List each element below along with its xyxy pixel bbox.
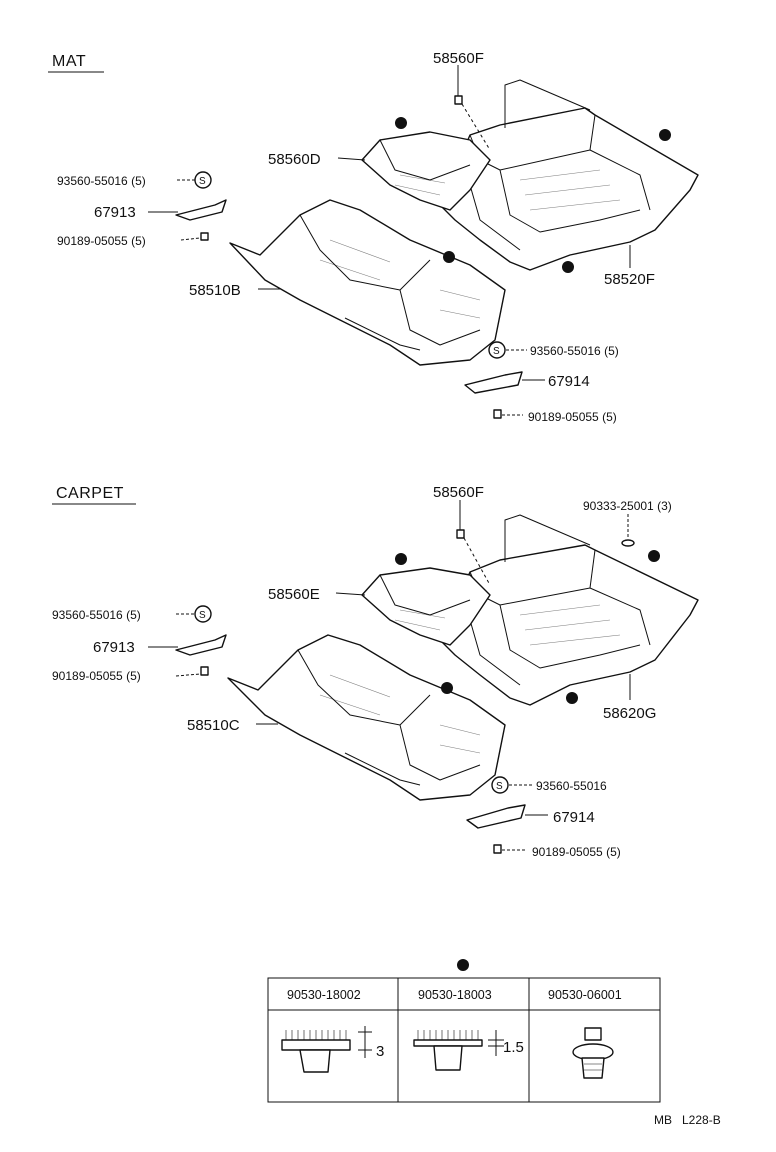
screw-icon [456,529,465,539]
clip-marker-table [457,959,469,971]
screw-icon [493,844,502,854]
clip-marker-2 [659,129,671,141]
clip-marker-8 [566,692,578,704]
part-label: 58560F [433,50,484,67]
screw-icon [493,409,502,419]
grommet-icon [621,539,635,547]
s-nut-icon [194,605,212,623]
table-header: 90530-06001 [548,988,622,1002]
clip-marker-6 [648,550,660,562]
part-label: 58620G [603,705,656,722]
clip-marker-4 [562,261,574,273]
s-mark: S [199,176,206,187]
part-label: 67914 [553,809,595,826]
clip-table [267,977,661,1103]
clip-90530-06001-icon [572,1027,614,1079]
table-header: 90530-18002 [287,988,361,1002]
part-label: 67913 [94,204,136,221]
part-label: 67913 [93,639,135,656]
part-label: 90189-05055 (5) [52,669,141,683]
part-label: 58560F [433,484,484,501]
clip-90530-18003-icon [413,1030,504,1071]
part-label: 58510B [189,282,241,299]
front-mat-upper-58560D [361,131,491,211]
s-mark: S [493,346,500,357]
screw-icon [454,95,463,105]
bracket-67913-icon [175,199,227,221]
part-label: 67914 [548,373,590,390]
bracket-67913-icon [175,634,227,656]
part-label: 93560-55016 [536,779,607,793]
part-label: 93560-55016 (5) [530,344,619,358]
clip-90530-18002-icon [281,1026,372,1073]
part-label: 90189-05055 (5) [57,234,146,248]
s-mark: S [496,781,503,792]
screw-icon [200,666,209,676]
part-label: 90189-05055 (5) [528,410,617,424]
part-label: 58560E [268,586,320,603]
bracket-67914-icon [466,804,526,829]
s-nut-icon [491,776,509,794]
s-mark: S [199,610,206,621]
table-header: 90530-18003 [418,988,492,1002]
section-title-carpet: CARPET [56,485,124,502]
front-carpet-58510C [227,634,506,801]
front-floor-mat-58510B [229,199,506,366]
clip-marker-3 [443,251,455,263]
clip-marker-5 [395,553,407,565]
part-label: 58520F [604,271,655,288]
dimension-label: 3 [376,1043,384,1060]
drawing-code: MB L228-B [654,1113,721,1127]
part-label: 93560-55016 (5) [52,608,141,622]
part-label: 58510C [187,717,240,734]
screw-icon [200,232,209,241]
dimension-label: 1.5 [503,1039,524,1056]
front-carpet-upper-58560E [361,567,491,646]
part-label: 90333-25001 (3) [583,499,672,513]
clip-marker-1 [395,117,407,129]
clip-marker-7 [441,682,453,694]
rear-floor-mat-58520F [439,79,699,271]
s-nut-icon [488,341,506,359]
bracket-67914-icon [464,371,523,394]
part-label: 58560D [268,151,321,168]
part-label: 90189-05055 (5) [532,845,621,859]
section-title-mat: MAT [52,53,86,70]
part-label: 93560-55016 (5) [57,174,146,188]
